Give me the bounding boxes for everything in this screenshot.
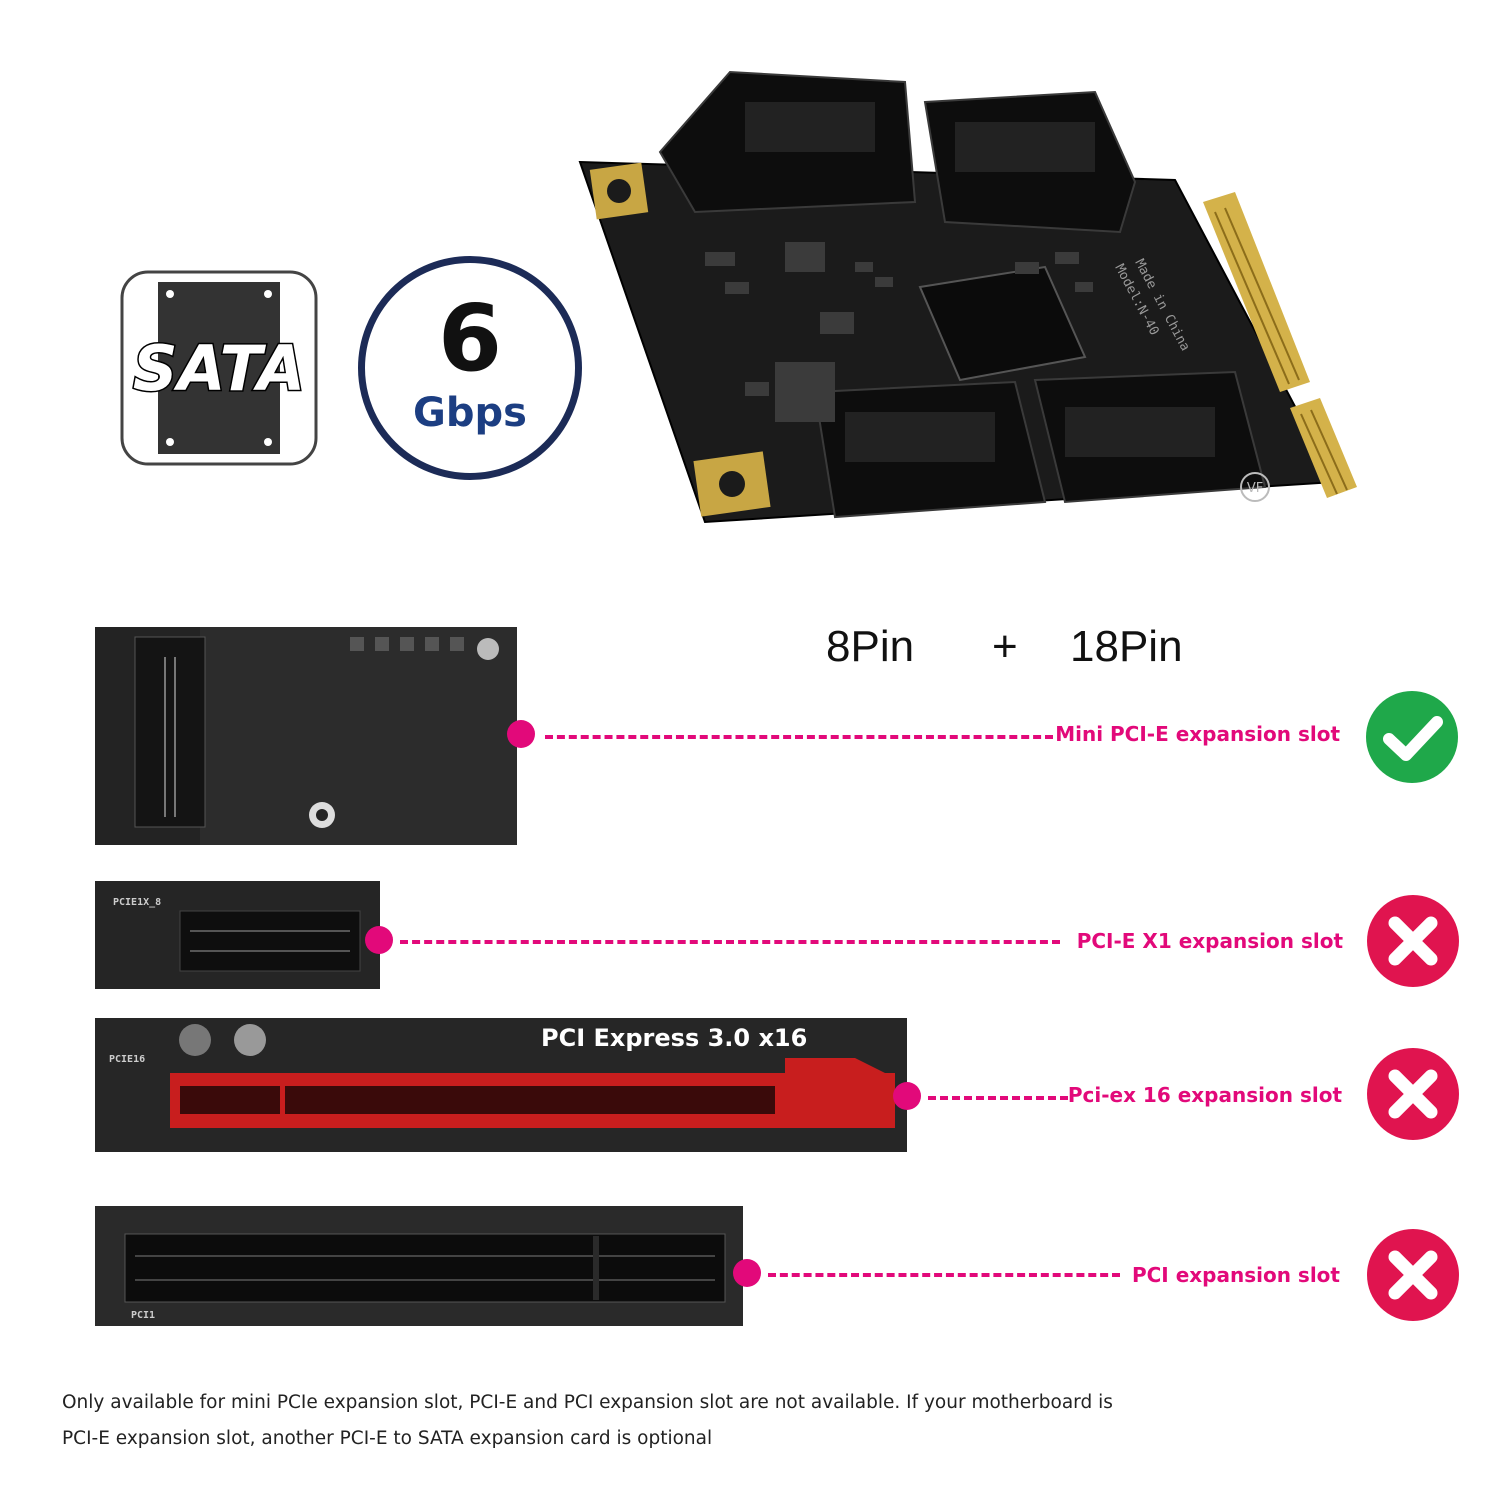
footnote: Only available for mini PCIe expansion s… xyxy=(62,1385,1362,1457)
pcie-x16-leader-line xyxy=(928,1096,1068,1100)
pin-left: 8Pin xyxy=(826,622,915,671)
footnote-line-2: PCI-E expansion slot, another PCI-E to S… xyxy=(62,1428,713,1449)
pcie-x1-silkscreen: PCIE1X_8 xyxy=(113,897,161,908)
pcie-x16-silkscreen: PCIE16 xyxy=(109,1054,145,1065)
pin-plus: + xyxy=(992,622,1018,671)
cross-icon xyxy=(1366,1047,1460,1141)
pcie-x16-pointer-dot xyxy=(893,1082,921,1110)
cross-icon xyxy=(1366,1228,1460,1322)
mini-pcie-slot-photo xyxy=(95,627,517,845)
pcie-x1-leader-line xyxy=(400,940,1060,944)
sata-logo-text: SATA xyxy=(133,332,305,405)
pci-leader-line xyxy=(768,1273,1120,1277)
pci-slot-photo: PCI1 xyxy=(95,1206,743,1326)
speed-unit: Gbps xyxy=(413,390,527,436)
brand-mark: VF xyxy=(1247,481,1263,496)
pci-pointer-dot xyxy=(733,1259,761,1287)
footnote-line-1: Only available for mini PCIe expansion s… xyxy=(62,1392,1113,1413)
pin-right: 18Pin xyxy=(1070,622,1183,671)
pci-silkscreen: PCI1 xyxy=(131,1310,155,1321)
check-icon xyxy=(1365,690,1459,784)
mini-pcie-leader-line xyxy=(545,735,1053,739)
sata-logo: SATA xyxy=(120,270,318,466)
speed-value: 6 xyxy=(437,285,502,392)
pcie-x1-slot-photo: PCIE1X_8 xyxy=(95,881,380,989)
pcie-x1-label: PCI-E X1 expansion slot xyxy=(1076,929,1343,953)
pcie-x16-board-title: PCI Express 3.0 x16 xyxy=(541,1024,807,1052)
pci-label: PCI expansion slot xyxy=(1131,1263,1340,1287)
mini-pcie-pointer-dot xyxy=(507,720,535,748)
pcie-x1-pointer-dot xyxy=(365,926,393,954)
cross-icon xyxy=(1366,894,1460,988)
speed-badge: 6 Gbps xyxy=(358,256,582,480)
mini-pcie-label: Mini PCI-E expansion slot xyxy=(1055,722,1340,746)
pcie-x16-slot-photo: PCI Express 3.0 x16 PCIE16 xyxy=(95,1018,907,1152)
sata-card-photo: Made in China Model:N-40 VF xyxy=(575,62,1365,542)
pcie-x16-label: Pci-ex 16 expansion slot xyxy=(1067,1083,1342,1107)
